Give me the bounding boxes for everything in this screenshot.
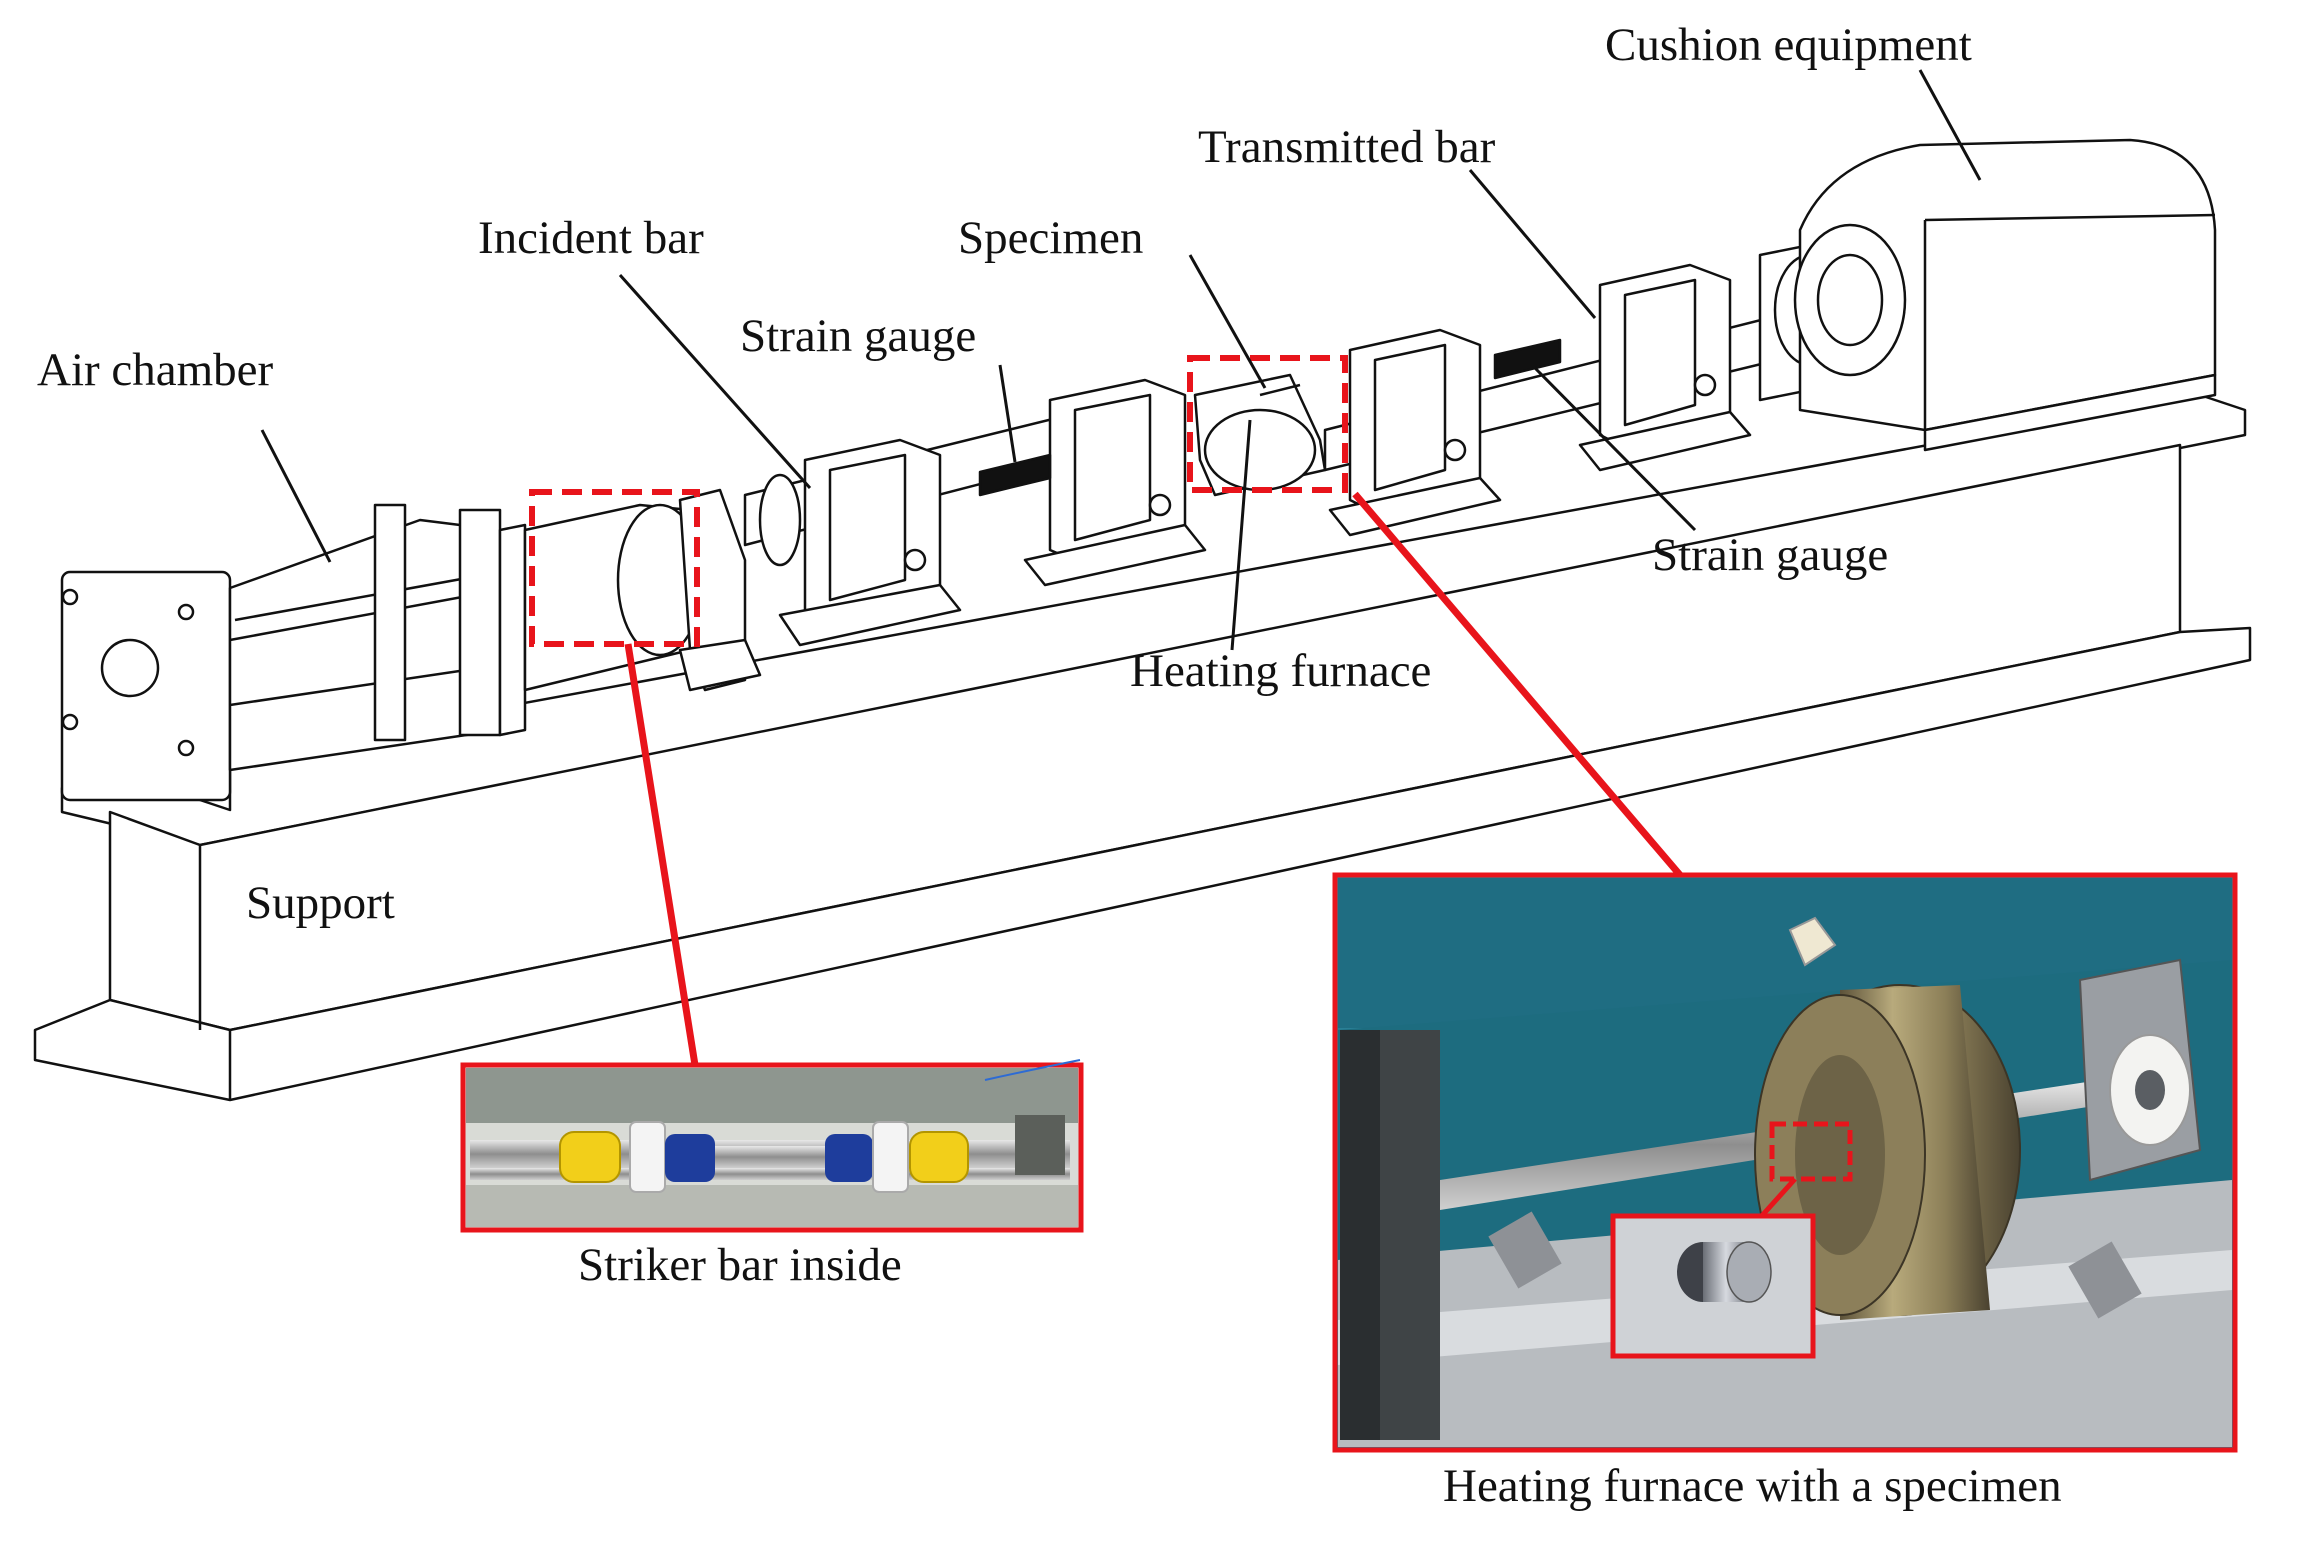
label-heating-furnace: Heating furnace <box>1130 645 1432 697</box>
caption-heating-furnace-with-specimen: Heating furnace with a specimen <box>1443 1460 2062 1512</box>
strain-gauge-1-patch <box>978 453 1052 497</box>
bar-support-1 <box>778 438 962 647</box>
bar-support-2 <box>1023 378 1207 587</box>
specimen-zoom-box <box>1769 1121 1853 1182</box>
label-strain-gauge-1: Strain gauge <box>740 310 977 362</box>
label-incident-bar: Incident bar <box>478 212 704 264</box>
rail-bottom-flange <box>33 626 2252 1102</box>
label-air-chamber: Air chamber <box>37 344 274 396</box>
label-transmitted-bar: Transmitted bar <box>1198 121 1496 173</box>
label-strain-gauge-2: Strain gauge <box>1652 529 1889 581</box>
air-chamber <box>60 503 527 812</box>
photo-striker-inset <box>460 1059 1084 1233</box>
incident-section <box>523 378 1207 692</box>
leader-lines <box>260 69 1982 651</box>
label-cushion-equipment: Cushion equipment <box>1605 19 1972 71</box>
connector-furnace <box>1352 491 1683 878</box>
bar-support-3 <box>1328 328 1502 537</box>
furnace-section <box>1193 263 1862 537</box>
label-support: Support <box>246 877 395 929</box>
support-rail <box>33 393 2252 1102</box>
photo-furnace-inset <box>1332 872 2238 1453</box>
caption-striker-bar-inside: Striker bar inside <box>578 1239 902 1291</box>
cushion-equipment <box>1758 138 2217 452</box>
callout-box-striker <box>529 489 700 647</box>
connector-striker <box>624 643 699 1066</box>
air-chamber-port <box>100 638 160 698</box>
label-specimen: Specimen <box>958 212 1144 264</box>
strain-gauge-2-patch <box>1493 338 1562 380</box>
callout-box-furnace <box>1187 355 1348 493</box>
